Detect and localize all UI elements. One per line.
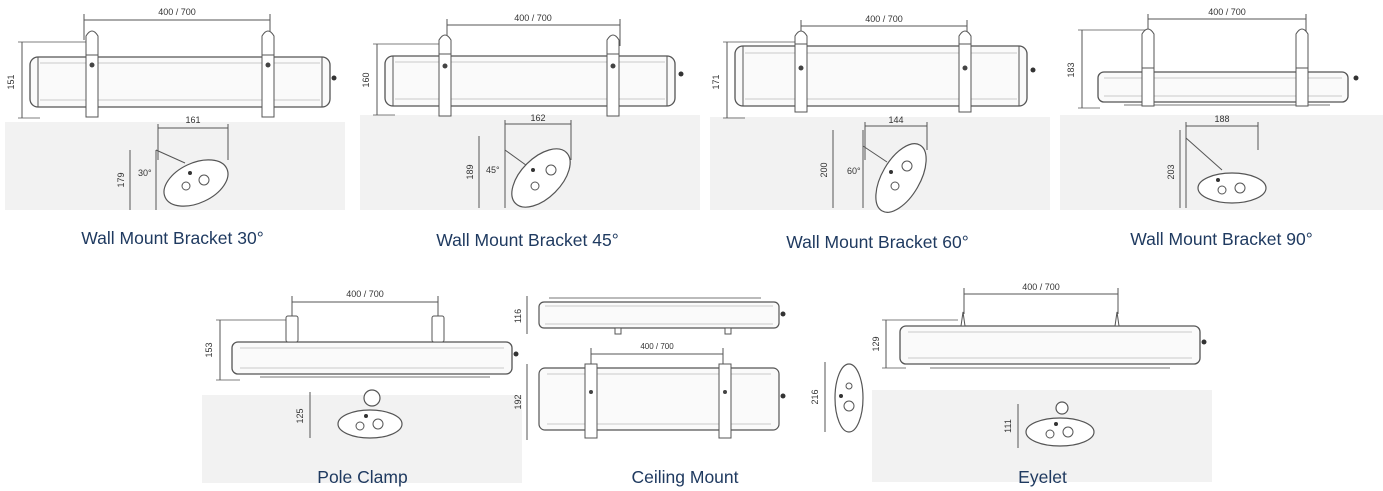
side-width-dimension-label: 188 bbox=[1214, 114, 1229, 124]
side-height-dimension-label: 216 bbox=[810, 389, 820, 404]
panel-wall-mount-45: 400 / 700 160 162 189 45° Wall Mount Bra… bbox=[355, 0, 700, 260]
top-height-dimension-label: 116 bbox=[513, 309, 523, 323]
angle-label: 45° bbox=[486, 165, 500, 175]
heater-front-view-45: 400 / 700 160 162 189 45° bbox=[361, 13, 684, 208]
width-dimension-label: 400 / 700 bbox=[1208, 7, 1246, 17]
height-dimension-label: 171 bbox=[711, 74, 721, 89]
caption-eyelet: Eyelet bbox=[1018, 467, 1067, 487]
height-dimension-label: 129 bbox=[871, 336, 881, 351]
width-dimension-label: 400 / 700 bbox=[158, 7, 196, 17]
caption-wall-mount-30: Wall Mount Bracket 30° bbox=[81, 228, 264, 248]
side-height-dimension-label: 179 bbox=[116, 172, 126, 187]
panel-pole-clamp: 400 / 700 153 125 Pole Clamp bbox=[200, 280, 530, 491]
panel-ceiling-mount: 116 400 / 700 192 216 Ceiling Mount bbox=[513, 280, 885, 491]
side-height-dimension-label: 200 bbox=[819, 162, 829, 177]
side-height-dimension-label: 125 bbox=[295, 408, 305, 423]
height-dimension-label: 192 bbox=[513, 394, 523, 409]
side-height-dimension-label: 189 bbox=[465, 164, 475, 179]
height-dimension-label: 183 bbox=[1066, 62, 1076, 77]
angle-label: 30° bbox=[138, 168, 152, 178]
caption-pole-clamp: Pole Clamp bbox=[317, 467, 408, 487]
caption-wall-mount-60: Wall Mount Bracket 60° bbox=[786, 232, 969, 252]
side-width-dimension-label: 144 bbox=[888, 115, 903, 125]
heater-front-view-30: 400 / 700 151 161 179 30° bbox=[6, 7, 337, 210]
heater-front-view-60: 400 / 700 171 144 200 60° bbox=[711, 14, 1036, 213]
width-dimension-label: 400 / 700 bbox=[514, 13, 552, 23]
panel-wall-mount-30: 400 / 700 151 161 179 30° Wall Mou bbox=[0, 0, 345, 260]
panel-eyelet: 400 / 700 129 111 Eyelet bbox=[870, 280, 1215, 491]
width-dimension-label: 400 / 700 bbox=[865, 14, 903, 24]
side-width-dimension-label: 161 bbox=[185, 115, 200, 125]
side-width-dimension-label: 162 bbox=[530, 113, 545, 123]
side-view-background bbox=[202, 395, 522, 483]
caption-wall-mount-90: Wall Mount Bracket 90° bbox=[1130, 229, 1313, 249]
panel-wall-mount-90: 400 / 700 183 188 203 Wall Mount Bracket… bbox=[1060, 0, 1383, 260]
heater-front-view-pole-clamp: 400 / 700 153 125 bbox=[204, 289, 519, 439]
side-height-dimension-label: 111 bbox=[1003, 419, 1013, 433]
heater-front-view-90: 400 / 700 183 188 203 bbox=[1066, 7, 1359, 208]
heater-views-ceiling-mount: 116 400 / 700 192 216 bbox=[513, 296, 864, 440]
heater-front-view-eyelet: 400 / 700 129 111 bbox=[871, 282, 1207, 448]
width-dimension-label: 400 / 700 bbox=[1022, 282, 1060, 292]
panel-wall-mount-60: 400 / 700 171 144 200 60° Wall Mount Bra… bbox=[705, 0, 1050, 260]
caption-ceiling-mount: Ceiling Mount bbox=[631, 467, 739, 487]
angle-label: 60° bbox=[847, 166, 861, 176]
caption-wall-mount-45: Wall Mount Bracket 45° bbox=[436, 230, 619, 250]
height-dimension-label: 151 bbox=[6, 74, 16, 89]
width-dimension-label: 400 / 700 bbox=[346, 289, 384, 299]
height-dimension-label: 160 bbox=[361, 72, 371, 87]
side-height-dimension-label: 203 bbox=[1166, 164, 1176, 179]
height-dimension-label: 153 bbox=[204, 342, 214, 357]
width-dimension-label: 400 / 700 bbox=[640, 342, 674, 351]
